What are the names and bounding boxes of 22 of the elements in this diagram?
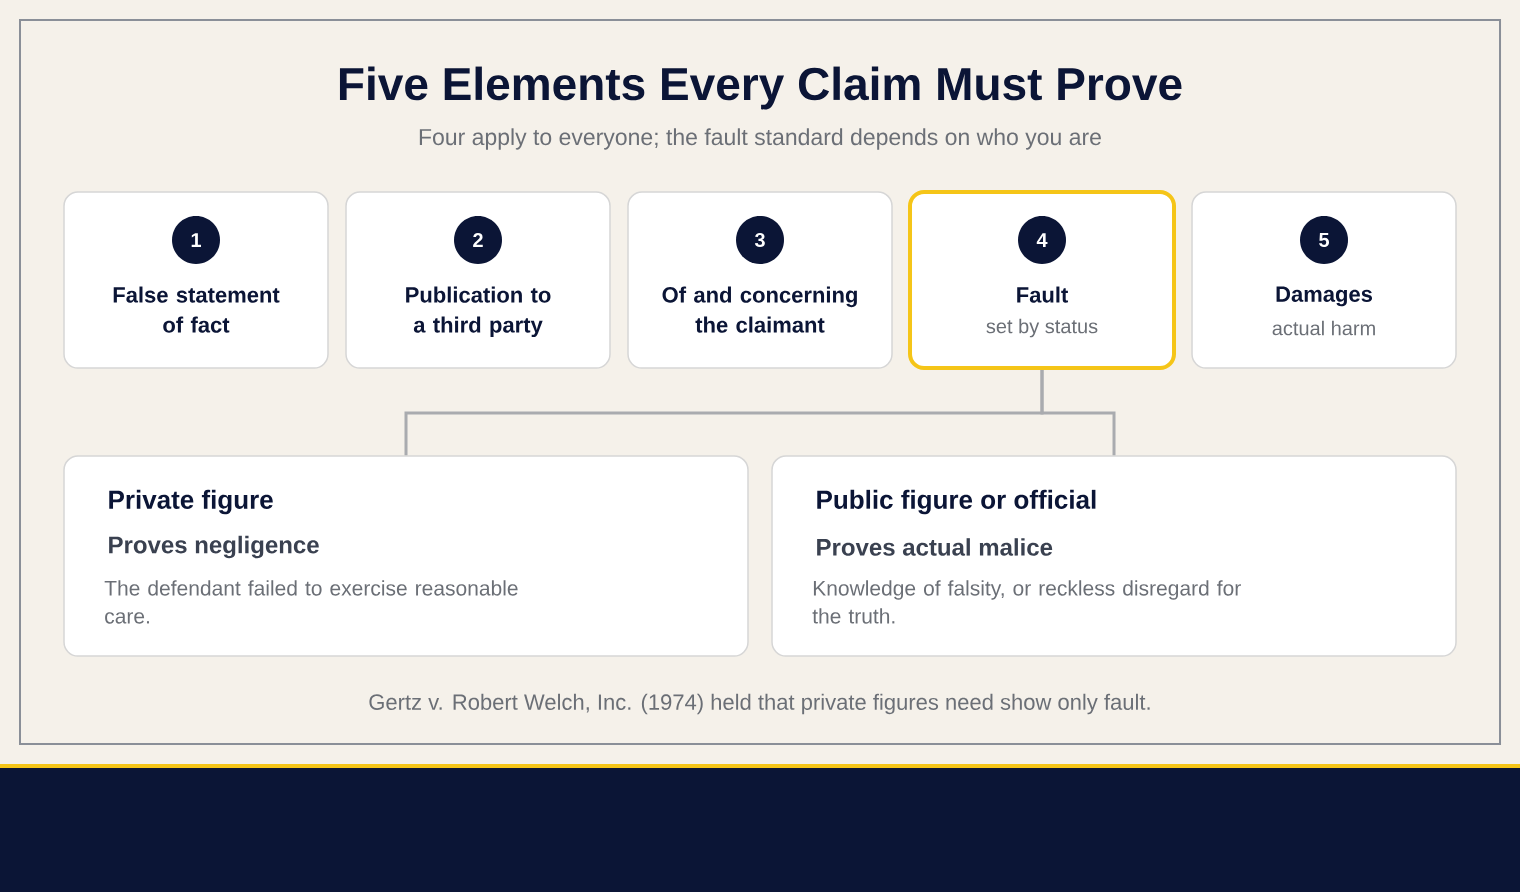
number-badge: 2: [454, 216, 502, 264]
card-title: Of and concerning the claimant: [662, 286, 857, 333]
card-title: Damages: [1276, 286, 1372, 307]
card-subtitle: actual harm: [1272, 320, 1375, 336]
card-heading: Private figure: [109, 489, 273, 515]
number-badge: 3: [736, 216, 784, 264]
number-badge: 1: [172, 216, 220, 264]
card-subheading: Proves negligence: [109, 535, 319, 559]
card-title: Publication to a third party: [406, 286, 551, 338]
card-subheading: Proves actual malice: [817, 538, 1053, 556]
number-badge: 4: [1018, 216, 1066, 264]
card-text: Knowledge of falsity, or reckless disregard for the truth.: [812, 580, 1241, 624]
card-heading: Public figure or official: [817, 489, 1096, 515]
title: Five Elements Every Claim Must Prove: [339, 66, 1182, 110]
subtitle: Four apply to everyone; the fault standard depends on who you are: [419, 128, 1101, 150]
card-title: False statement of fact: [113, 286, 280, 333]
caption: Gertz v. Robert Welch, Inc. (1974) held that private figures need show only fault.: [369, 693, 1150, 715]
connector: [1040, 370, 1116, 456]
card-subtitle: set by status: [986, 318, 1098, 338]
card-title: Fault: [1017, 286, 1069, 303]
number-badge: 5: [1300, 216, 1348, 264]
card-text: The defendant failed to exercise reasonable care.: [104, 580, 518, 624]
